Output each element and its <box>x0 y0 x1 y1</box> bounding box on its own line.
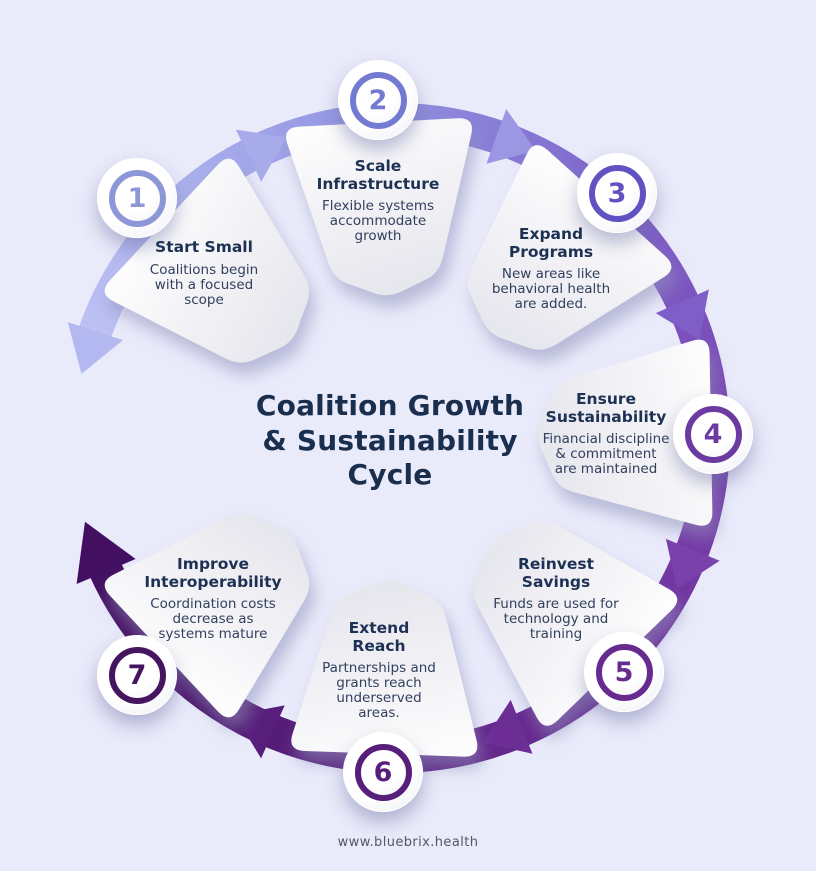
arrowhead-icon <box>482 699 533 754</box>
step-5-text: Reinvest Savings Funds are used for tech… <box>471 555 641 643</box>
step-badge-ring: 7 <box>108 646 166 704</box>
step-badge-ring: 1 <box>108 169 166 227</box>
step-badge-ring: 3 <box>588 164 646 222</box>
step-badge-3: 3 <box>577 153 657 233</box>
step-title: Extend Reach <box>348 619 410 655</box>
step-1-text: Start Small Coalitions begin with a focu… <box>119 238 289 308</box>
arrowhead-icon <box>665 538 720 589</box>
step-4-text: Ensure Sustainability Financial discipli… <box>521 390 691 478</box>
step-title: Scale Infrastructure <box>316 157 440 193</box>
step-title: Ensure Sustainability <box>545 390 667 426</box>
diagram-title: Coalition Growth & Sustainability Cycle <box>255 389 525 492</box>
step-number: 4 <box>703 418 723 450</box>
step-number: 7 <box>127 659 147 691</box>
step-badge-6: 6 <box>343 732 423 812</box>
arrowhead-icon <box>486 109 536 164</box>
arrowhead-icon <box>655 289 709 340</box>
step-badge-1: 1 <box>97 158 177 238</box>
arrow-tail-icon <box>67 322 123 374</box>
step-title: Improve Interoperability <box>144 555 282 591</box>
step-description: Partnerships and grants reach underserve… <box>322 660 436 722</box>
step-badge-ring: 2 <box>349 71 407 129</box>
step-badge-5: 5 <box>584 632 664 712</box>
step-number: 2 <box>368 84 388 116</box>
step-badge-ring: 6 <box>354 743 412 801</box>
step-number: 3 <box>607 177 627 209</box>
arrowhead-icon <box>76 521 136 584</box>
step-2-text: Scale Infrastructure Flexible systems ac… <box>290 157 466 245</box>
cycle-arrowheads <box>67 109 720 759</box>
step-description: Funds are used for technology and traini… <box>493 596 619 643</box>
step-number: 5 <box>614 656 634 688</box>
step-title: Reinvest Savings <box>517 555 595 591</box>
step-number: 6 <box>373 756 393 788</box>
step-description: Financial discipline & commitment are ma… <box>542 431 670 478</box>
step-description: Coordination costs decrease as systems m… <box>150 596 276 643</box>
step-title: Start Small <box>155 238 253 256</box>
arrowhead-icon <box>235 129 287 182</box>
step-title: Expand Programs <box>508 225 594 261</box>
step-badge-4: 4 <box>673 394 753 474</box>
step-6-text: Extend Reach Partnerships and grants rea… <box>304 619 454 722</box>
footer-url: www.bluebrix.health <box>337 835 479 850</box>
step-badge-ring: 5 <box>595 643 653 701</box>
step-badge-ring: 4 <box>684 405 742 463</box>
step-description: Flexible systems accommodate growth <box>321 198 435 245</box>
arrowhead-icon <box>234 705 285 759</box>
step-7-text: Improve Interoperability Coordination co… <box>128 555 298 643</box>
step-badge-7: 7 <box>97 635 177 715</box>
step-description: New areas like behavioral health are add… <box>491 266 611 313</box>
step-number: 1 <box>127 182 147 214</box>
step-3-text: Expand Programs New areas like behaviora… <box>466 225 636 313</box>
step-badge-2: 2 <box>338 60 418 140</box>
step-description: Coalitions begin with a focused scope <box>149 261 259 308</box>
